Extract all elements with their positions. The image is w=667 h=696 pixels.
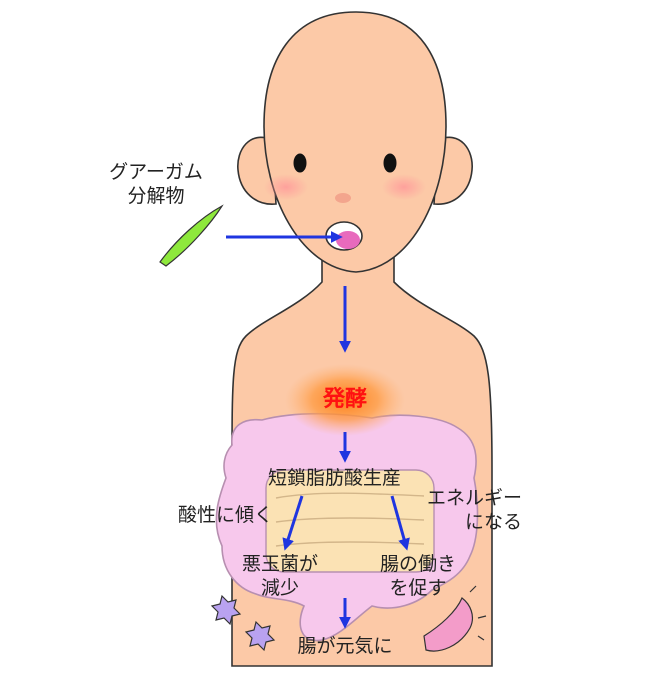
left-eye xyxy=(293,153,307,173)
intestine-motion-lines xyxy=(469,585,487,641)
right-cheek xyxy=(382,174,426,200)
fermentation-label: 発酵 xyxy=(322,387,367,412)
guar-fiber-icon xyxy=(159,204,224,267)
energy-label-line2: になる xyxy=(464,511,522,533)
energy-label-line1: エネルギー xyxy=(426,487,522,509)
intestine-icon xyxy=(423,597,474,652)
guar-gum-label-line2: 分解物 xyxy=(127,185,185,207)
energy-label: エネルギー になる xyxy=(412,486,522,534)
gut-function-label: 腸の働き を促す xyxy=(368,552,468,600)
guar-gum-label: グアーガム 分解物 xyxy=(96,160,216,208)
left-cheek xyxy=(264,174,308,200)
gut-function-label-line2: を促す xyxy=(389,577,447,599)
gut-function-label-line1: 腸の働き xyxy=(379,553,456,575)
bad-bacteria-icon xyxy=(210,594,276,652)
small-intestine xyxy=(265,469,435,573)
bad-bacteria-label: 悪玉菌が 減少 xyxy=(232,552,328,600)
bad-bacteria-label-line2: 減少 xyxy=(260,577,299,599)
bad-bacteria-label-line1: 悪玉菌が xyxy=(241,553,318,575)
right-eye xyxy=(383,153,397,173)
flow-arrow-icon xyxy=(226,231,410,629)
acidify-label: 酸性に傾く xyxy=(178,504,274,526)
guar-gum-label-line1: グアーガム xyxy=(109,161,203,183)
fermentation-glow xyxy=(285,364,405,436)
tongue xyxy=(336,231,360,249)
healthy-gut-label: 腸が元気に xyxy=(297,635,393,657)
nose xyxy=(335,193,351,203)
head xyxy=(263,11,447,273)
scfa-production-label: 短鎖脂肪酸生産 xyxy=(268,467,402,489)
